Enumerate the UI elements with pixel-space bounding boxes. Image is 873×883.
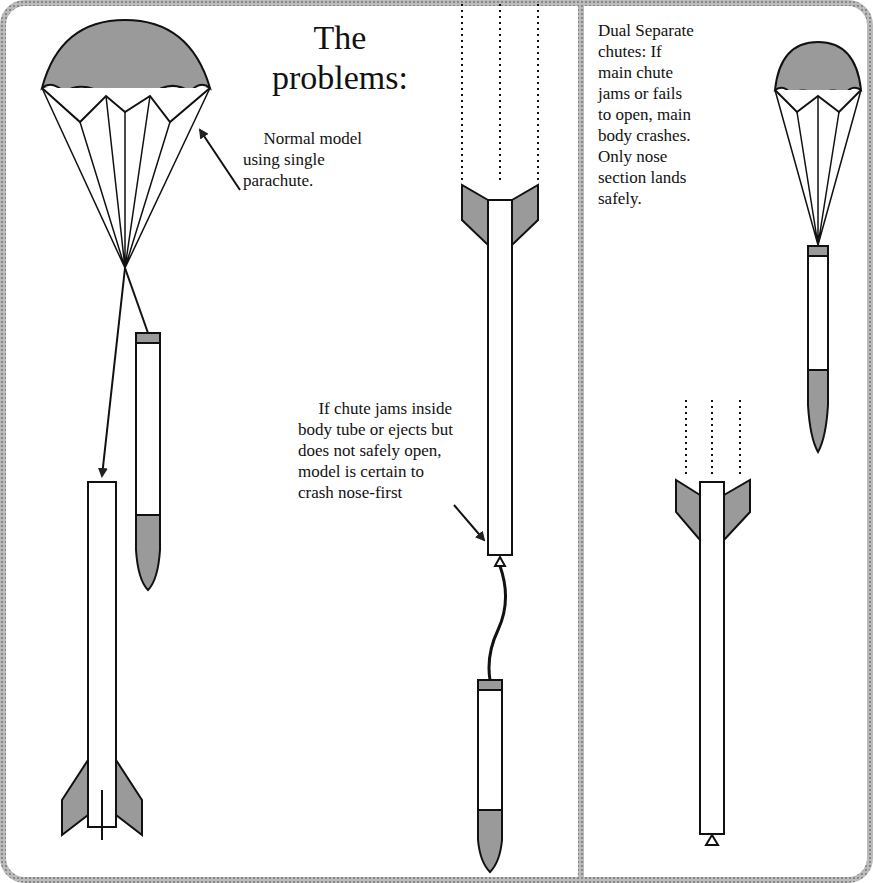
falling-rocket	[454, 4, 538, 872]
nose-section	[136, 333, 160, 590]
callout-note: Dual Separate chutes: If main chute jams…	[598, 20, 698, 209]
callout-note: Normal model using single parachute.	[243, 128, 383, 191]
diagram-title: The problems:	[245, 18, 435, 98]
divider	[578, 6, 584, 877]
body-tube	[62, 482, 142, 840]
frame	[3, 3, 870, 880]
crashing-body	[676, 400, 750, 845]
callout-note: If chute jams inside body tube or ejects…	[298, 398, 456, 503]
nose-parachute	[775, 42, 861, 452]
main-parachute	[42, 20, 210, 476]
leader-line	[200, 130, 240, 190]
